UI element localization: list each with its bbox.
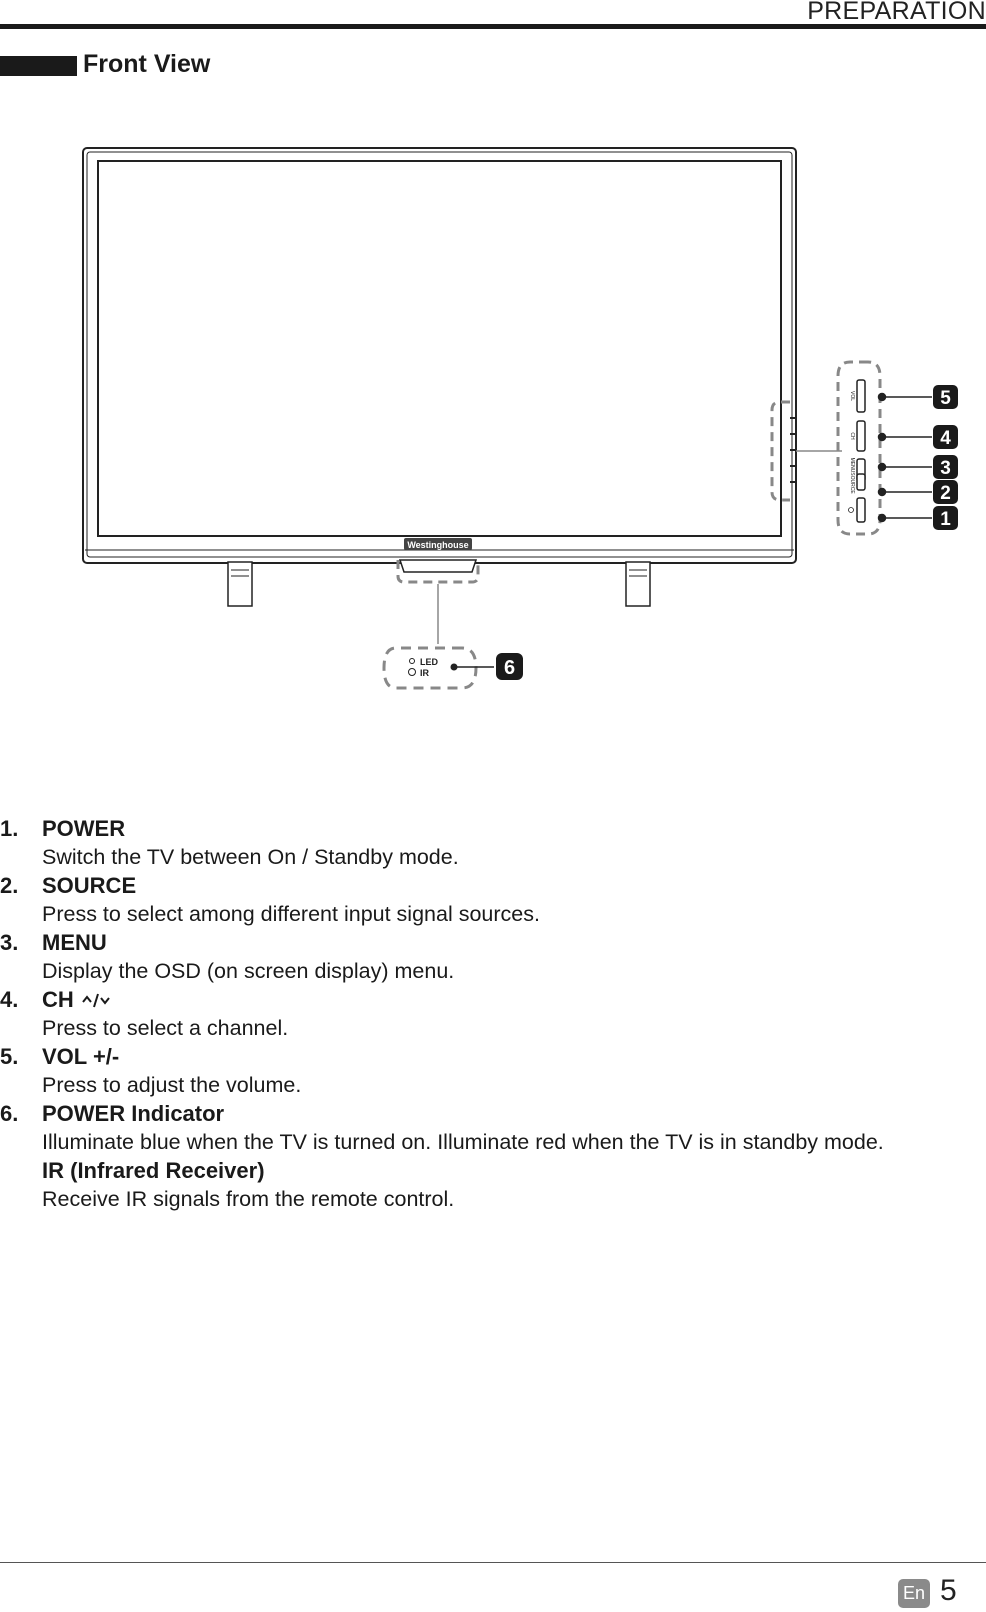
sensor-housing xyxy=(398,559,478,573)
callout-badge-2: 2 xyxy=(933,480,958,504)
sensor-dashed-outline xyxy=(396,560,480,584)
brand-logo: Westinghouse xyxy=(404,538,472,550)
item-description: Display the OSD (on screen display) menu… xyxy=(42,959,455,983)
item-description: Press to adjust the volume. xyxy=(42,1073,302,1097)
svg-text:6: 6 xyxy=(504,657,515,679)
item-description: Switch the TV between On / Standby mode. xyxy=(42,845,459,869)
item-label: SOURCE xyxy=(42,873,137,898)
svg-text:1: 1 xyxy=(940,509,951,530)
list-item: 5. VOL +/- Press to adjust the volume. xyxy=(0,1043,986,1100)
item-description: Illuminate blue when the TV is turned on… xyxy=(42,1130,884,1154)
callout-badge-1: 1 xyxy=(933,506,958,530)
ir-description: Receive IR signals from the remote contr… xyxy=(42,1187,455,1211)
side-button-dashed-outline xyxy=(770,400,790,502)
callout-badge-6: 6 xyxy=(496,653,523,680)
ir-label: IR (Infrared Receiver) xyxy=(42,1158,265,1183)
button-panel: VOL CH MENU SOURCE xyxy=(848,379,866,523)
item-label: VOL +/- xyxy=(42,1044,120,1069)
language-badge: En xyxy=(898,1579,930,1608)
brand-logo-text: Westinghouse xyxy=(407,540,468,550)
list-item: 3. MENU Display the OSD (on screen displa… xyxy=(0,929,986,986)
chevron-up-down-icon xyxy=(82,993,110,1008)
item-number: 1. xyxy=(0,816,19,841)
side-button-ticks xyxy=(790,417,796,483)
panel-label-ch: CH xyxy=(849,432,855,440)
list-item: 4. CH Press to select a channel. xyxy=(0,986,986,1043)
item-number: 6. xyxy=(0,1101,19,1126)
item-label: CH xyxy=(42,987,74,1012)
svg-text:2: 2 xyxy=(940,483,951,504)
section-title: Front View xyxy=(83,50,211,78)
list-item: 6. POWER Indicator Illuminate blue when t… xyxy=(0,1100,986,1214)
page-number: 5 xyxy=(940,1574,957,1607)
item-number: 4. xyxy=(0,987,19,1012)
feature-list: 1. POWER Switch the TV between On / Stand… xyxy=(0,815,986,1214)
header-section-title: PREPARATION xyxy=(807,0,986,25)
button-ch xyxy=(856,420,866,452)
svg-text:3: 3 xyxy=(940,458,951,479)
panel-label-vol: VOL xyxy=(849,391,855,401)
item-label: POWER Indicator xyxy=(42,1101,225,1126)
button-source xyxy=(856,473,866,491)
header-rule xyxy=(0,24,986,29)
button-power xyxy=(856,497,866,523)
item-label: MENU xyxy=(42,930,107,955)
item-number: 5. xyxy=(0,1044,19,1069)
footer-rule xyxy=(0,1562,986,1563)
button-vol xyxy=(856,379,866,413)
tv-leg-left xyxy=(227,561,253,607)
tv-leg-right xyxy=(625,561,651,607)
panel-label-menu: MENU xyxy=(849,458,855,473)
ir-label: IR xyxy=(420,668,430,678)
item-number: 2. xyxy=(0,873,19,898)
callout-leaders xyxy=(877,392,932,523)
tv-front-view-diagram: Westinghouse VOL CH MENU SOURCE xyxy=(82,147,958,690)
section-marker-bar xyxy=(0,56,77,76)
item-label: POWER xyxy=(42,816,126,841)
led-indicator-icon xyxy=(409,658,415,664)
led-label: LED xyxy=(420,657,439,667)
power-symbol-icon xyxy=(848,507,854,513)
tv-bezel-inner xyxy=(86,151,793,558)
list-item: 1. POWER Switch the TV between On / Stand… xyxy=(0,815,986,872)
item-number: 3. xyxy=(0,930,19,955)
tv-screen xyxy=(97,160,782,537)
callout-badge-4: 4 xyxy=(933,425,958,449)
panel-label-source: SOURCE xyxy=(849,472,855,494)
callout-badge-3: 3 xyxy=(933,455,958,479)
button-panel-dashed-outline xyxy=(836,360,882,536)
item-description: Press to select among different input si… xyxy=(42,902,540,926)
ir-receiver-icon xyxy=(408,668,416,676)
svg-text:4: 4 xyxy=(940,428,951,449)
list-item: 2. SOURCE Press to select among different… xyxy=(0,872,986,929)
item-description: Press to select a channel. xyxy=(42,1016,289,1040)
svg-text:5: 5 xyxy=(940,388,951,409)
callout-badge-5: 5 xyxy=(933,385,958,409)
led-ir-dashed-outline xyxy=(382,646,478,690)
